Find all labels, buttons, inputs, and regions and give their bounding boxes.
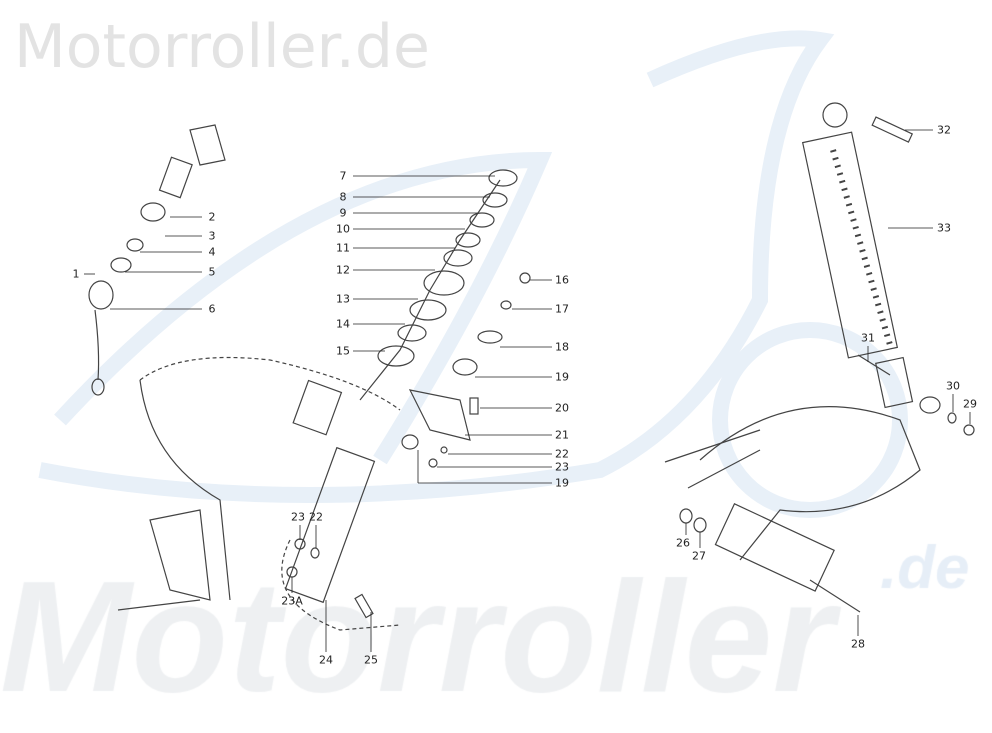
- part-label-4: 4: [208, 245, 216, 259]
- part-label-10: 10: [336, 222, 350, 236]
- part-label-21: 21: [555, 428, 569, 442]
- part-label-8: 8: [339, 190, 347, 204]
- part-label-11: 11: [336, 241, 350, 255]
- part-label-1: 1: [72, 267, 80, 281]
- part-label-14: 14: [336, 317, 350, 331]
- part-label-15: 15: [336, 344, 350, 358]
- part-label-16: 16: [555, 273, 569, 287]
- part-label-29: 29: [963, 397, 977, 411]
- part-label-20: 20: [555, 401, 569, 415]
- part-label-25: 25: [364, 653, 378, 667]
- part-label-7: 7: [339, 169, 347, 183]
- part-label-2: 2: [208, 210, 216, 224]
- part-label-9: 9: [339, 206, 347, 220]
- part-label-26: 26: [676, 536, 690, 550]
- part-label-19: 19: [555, 476, 569, 490]
- part-label-30: 30: [946, 379, 960, 393]
- shock-absorber-parts: [286, 102, 975, 613]
- part-label-3: 3: [208, 229, 216, 243]
- part-label-5: 5: [208, 265, 216, 279]
- part-label-24: 24: [319, 653, 333, 667]
- watermark-top: Motorroller.de: [14, 12, 430, 82]
- part-label-23: 23: [555, 460, 569, 474]
- part-label-31: 31: [861, 331, 875, 345]
- part-label-23: 23: [291, 510, 305, 524]
- part-label-22: 22: [555, 447, 569, 461]
- part-label-19: 19: [555, 370, 569, 384]
- fork-parts: [88, 124, 518, 631]
- leader-lines: [84, 129, 971, 652]
- part-label-13: 13: [336, 292, 350, 306]
- part-label-23A: 23A: [281, 594, 303, 608]
- part-label-22: 22: [309, 510, 323, 524]
- part-label-28: 28: [851, 637, 865, 651]
- part-label-12: 12: [336, 263, 350, 277]
- part-label-18: 18: [555, 340, 569, 354]
- part-label-6: 6: [208, 302, 216, 316]
- part-label-17: 17: [555, 302, 569, 316]
- part-label-33: 33: [937, 221, 951, 235]
- part-label-27: 27: [692, 549, 706, 563]
- part-label-32: 32: [937, 123, 951, 137]
